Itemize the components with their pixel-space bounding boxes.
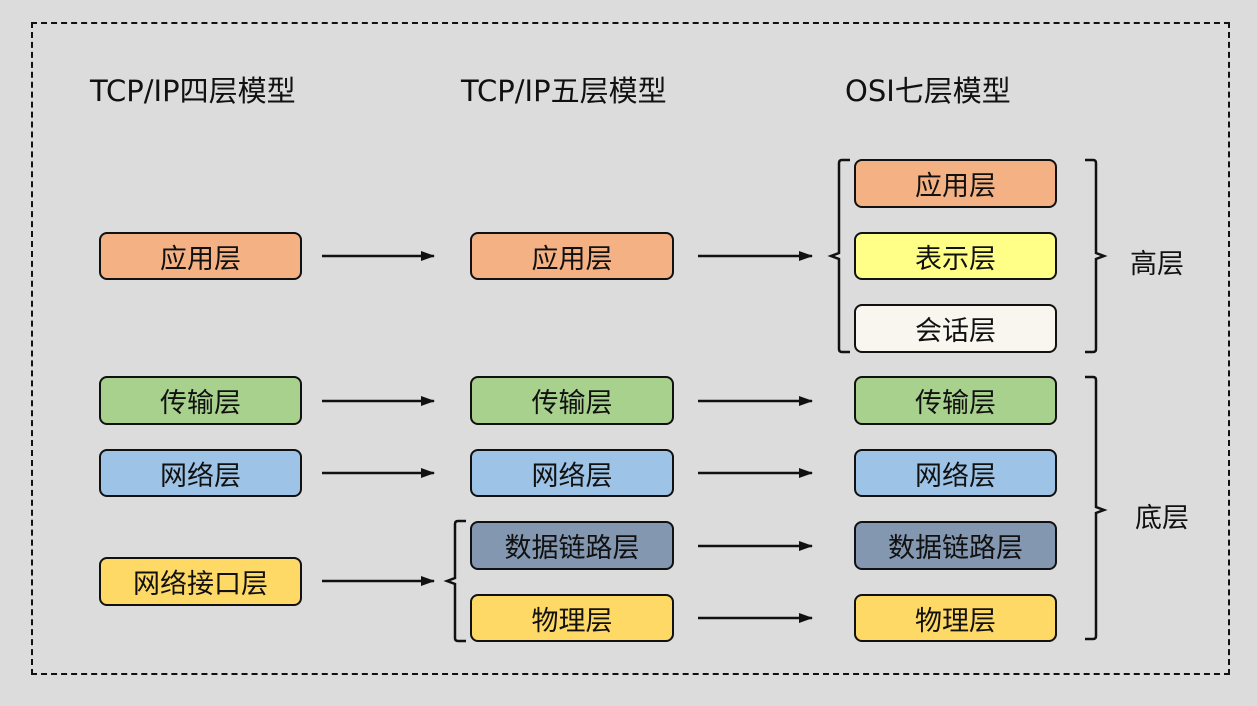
four-layer-application: 应用层 <box>99 232 302 280</box>
five-layer-data-link: 数据链路层 <box>470 521 674 570</box>
osi-physical: 物理层 <box>854 594 1057 642</box>
diagram-frame <box>31 22 1230 675</box>
four-layer-network: 网络层 <box>99 449 302 497</box>
five-layer-physical: 物理层 <box>470 594 674 642</box>
osi-data-link: 数据链路层 <box>854 521 1057 570</box>
osi-session: 会话层 <box>854 304 1057 353</box>
four-layer-network-interface: 网络接口层 <box>99 557 302 606</box>
brace-osi-upper-left <box>827 158 850 354</box>
upper-layers-label: 高层 <box>1130 249 1184 280</box>
five-layer-network: 网络层 <box>470 449 674 497</box>
lower-layers-label: 底层 <box>1135 503 1189 534</box>
five-layer-transport: 传输层 <box>470 376 674 425</box>
heading-tcpip-five-layer: TCP/IP五层模型 <box>461 74 667 108</box>
brace-five-layer-lower <box>443 519 466 643</box>
osi-presentation: 表示层 <box>854 232 1057 280</box>
osi-transport: 传输层 <box>854 376 1057 425</box>
four-layer-transport: 传输层 <box>99 376 302 425</box>
brace-osi-upper-right <box>1085 158 1108 354</box>
osi-application: 应用层 <box>854 159 1057 208</box>
heading-osi-seven-layer: OSI七层模型 <box>845 74 1011 108</box>
heading-tcpip-four-layer: TCP/IP四层模型 <box>90 74 296 108</box>
five-layer-application: 应用层 <box>470 232 674 280</box>
brace-osi-lower-right <box>1085 375 1108 641</box>
osi-network: 网络层 <box>854 449 1057 497</box>
